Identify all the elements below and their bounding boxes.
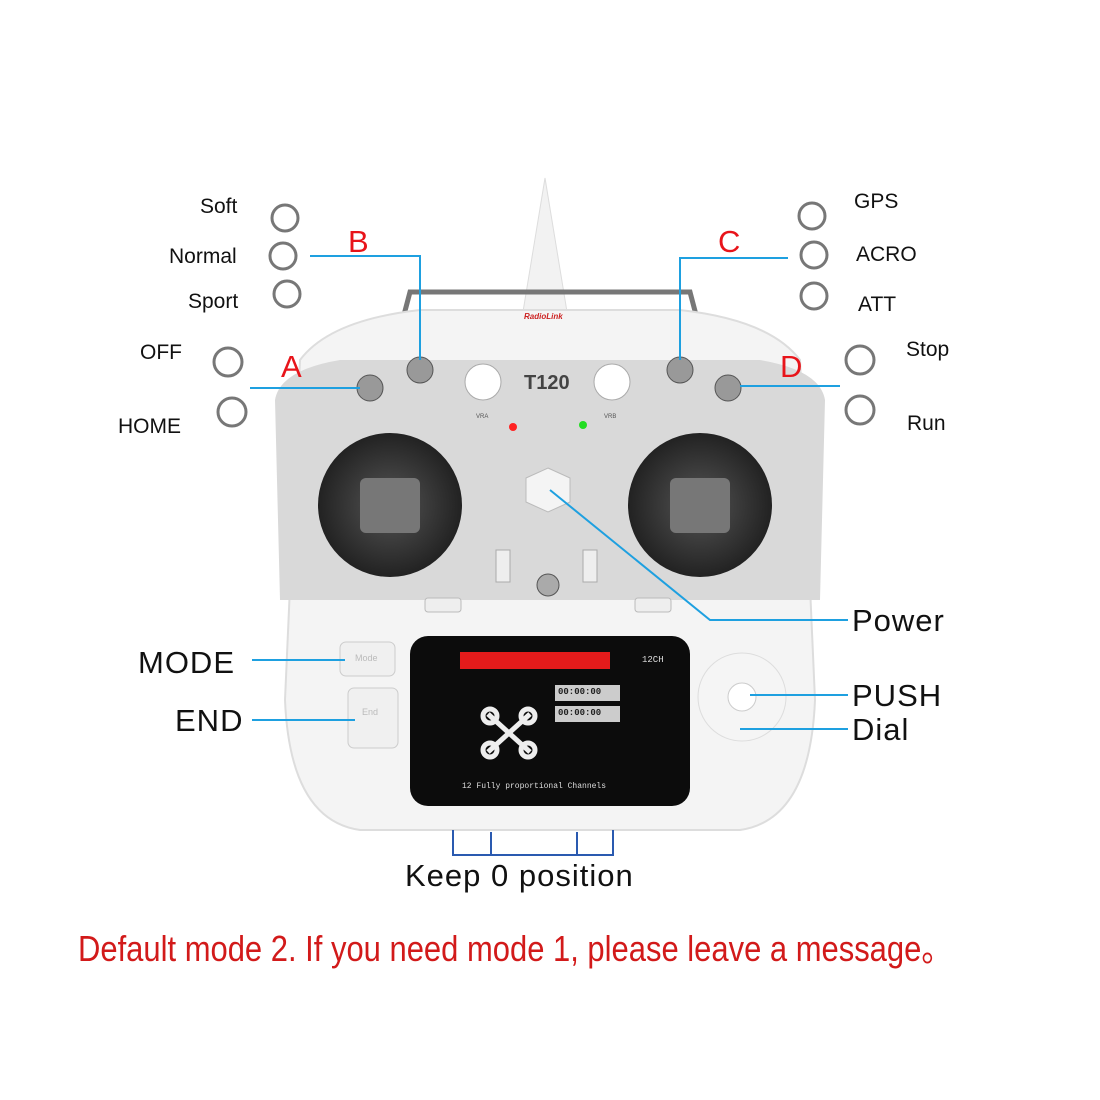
end-button [347, 687, 399, 749]
antenna [519, 177, 571, 331]
label-run: Run [907, 412, 946, 435]
screen-timer1: 00:00:00 [558, 687, 602, 697]
callout-dial: Dial [852, 712, 910, 747]
letter-d: D [780, 349, 803, 384]
knob-vra-label: VRA [476, 414, 489, 420]
label-stop: Stop [906, 338, 950, 361]
label-home: HOME [118, 415, 181, 438]
label-off: OFF [140, 341, 182, 364]
letter-a: A [281, 349, 302, 384]
knob-vrb [593, 363, 631, 401]
mode-note: Default mode 2. If you need mode 1, plea… [78, 928, 953, 969]
brand-logo: RadioLink [524, 312, 563, 321]
label-gps: GPS [854, 190, 899, 213]
push-button [727, 682, 757, 712]
leader-lines [250, 255, 848, 730]
switch-b [406, 356, 434, 384]
letter-b: B [348, 224, 369, 259]
end-button-label: End [362, 707, 379, 717]
letter-c: C [718, 224, 741, 259]
screen-footer: 12 Fully proportional Channels [462, 782, 607, 791]
keep-bracket [452, 830, 614, 856]
model-name: T120 [524, 372, 570, 394]
screen [410, 636, 690, 806]
callout-mode: MODE [138, 645, 235, 680]
label-att: ATT [858, 293, 897, 316]
callout-keep-zero: Keep 0 position [405, 858, 634, 893]
switch-c [666, 356, 694, 384]
label-sport: Sport [188, 290, 239, 313]
label-normal: Normal [169, 245, 237, 268]
screen-timer2: 00:00:00 [558, 708, 602, 718]
switch-d [714, 374, 742, 402]
label-soft: Soft [200, 195, 238, 218]
callout-power: Power [852, 603, 945, 638]
callout-push: PUSH [852, 678, 943, 713]
screen-channels: 12CH [642, 655, 664, 665]
label-acro: ACRO [856, 243, 917, 266]
knob-vra [464, 363, 502, 401]
switch-a [356, 374, 384, 402]
mode-button-label: Mode [355, 653, 378, 663]
callout-end: END [175, 703, 244, 738]
knob-vrb-label: VRB [604, 414, 617, 420]
power-button [525, 467, 571, 513]
